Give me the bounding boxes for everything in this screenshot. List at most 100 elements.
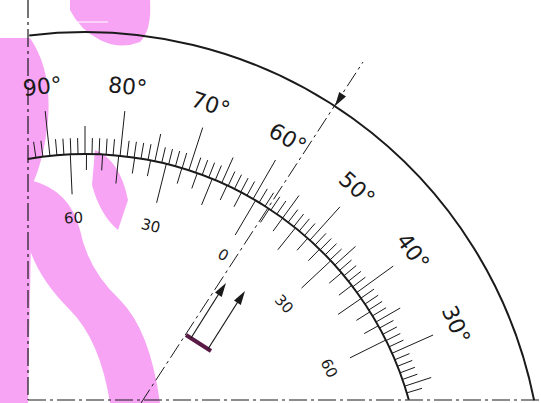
tick-mark — [134, 142, 136, 158]
tick-mark — [259, 189, 267, 203]
scale-ticks — [34, 111, 434, 393]
tick-mark — [127, 141, 129, 157]
degree-label: 80° — [107, 74, 148, 100]
tick-mark — [325, 244, 336, 255]
vernier-label: 60 — [317, 357, 339, 381]
tick-mark — [101, 155, 103, 171]
tick-mark — [389, 340, 404, 347]
degree-label: 60° — [265, 120, 310, 159]
tick-mark — [369, 301, 383, 310]
vertical-axis — [27, 0, 28, 400]
tick-mark — [113, 139, 114, 155]
tick-mark — [189, 128, 203, 171]
tab-outline — [62, 0, 108, 22]
degree-label: 40° — [392, 230, 433, 274]
tick-mark — [405, 378, 432, 387]
arrowhead — [234, 291, 245, 305]
tick-mark — [277, 201, 286, 214]
tick-mark — [196, 158, 201, 173]
tick-mark — [361, 289, 374, 298]
index-line — [141, 62, 363, 403]
tick-mark — [141, 143, 144, 159]
tick-mark — [70, 138, 72, 154]
tick-mark — [77, 138, 78, 154]
tick-mark — [299, 219, 309, 231]
tick-mark — [63, 139, 64, 155]
tick-mark — [220, 186, 227, 201]
tick-mark — [338, 299, 361, 315]
tick-mark — [344, 266, 356, 276]
outer-arc — [29, 32, 534, 400]
tick-mark — [308, 249, 319, 260]
tick-mark — [157, 164, 167, 203]
degree-label: 30° — [437, 303, 473, 348]
tick-mark — [372, 308, 386, 316]
tick-mark — [106, 139, 107, 155]
tick-mark — [45, 111, 50, 156]
tick-mark — [330, 249, 342, 260]
degree-label: 50° — [334, 168, 378, 210]
tick-mark — [400, 367, 415, 373]
tick-mark — [288, 210, 298, 223]
scale-arc — [28, 154, 409, 400]
tick-mark — [376, 308, 400, 322]
tick-mark — [169, 149, 173, 165]
tick-mark — [278, 228, 296, 250]
pointer-arrow — [208, 300, 239, 349]
tick-mark — [329, 273, 341, 283]
tick-mark — [247, 182, 255, 196]
tick-mark — [70, 154, 72, 194]
tick-mark — [155, 134, 161, 161]
tick-mark — [294, 214, 304, 227]
tick-mark — [202, 179, 213, 205]
vernier-label: 0 — [215, 247, 231, 265]
tick-mark — [339, 286, 352, 296]
tick-mark — [315, 233, 326, 245]
tick-mark — [147, 161, 150, 177]
tick-mark — [392, 335, 433, 353]
tick-mark — [92, 138, 93, 154]
horizontal-axis — [28, 399, 541, 400]
vernier-label: 30 — [140, 217, 162, 236]
index-arrowhead — [335, 92, 346, 106]
degree-label: 90° — [22, 74, 63, 100]
tick-mark — [353, 277, 366, 287]
tick-mark — [379, 320, 393, 328]
tick-mark — [348, 271, 361, 281]
arrowhead — [215, 283, 226, 297]
tick-mark — [402, 374, 417, 379]
tick-mark — [116, 156, 119, 184]
pointer-bar — [186, 335, 211, 351]
tick-mark — [235, 201, 255, 236]
tick-mark — [34, 142, 36, 158]
tick-mark — [182, 153, 187, 168]
tick-mark — [132, 158, 134, 174]
pink-spot — [92, 150, 128, 230]
tick-mark — [339, 260, 351, 271]
tick-mark — [350, 340, 386, 358]
tick-mark — [297, 238, 308, 250]
tick-mark — [162, 147, 166, 163]
tick-mark — [228, 172, 235, 187]
tick-mark — [356, 312, 370, 321]
tick-mark — [302, 261, 331, 288]
tick-mark — [320, 239, 331, 250]
tick-mark — [41, 141, 43, 157]
tick-mark — [99, 138, 101, 154]
tick-mark — [261, 209, 270, 222]
tick-mark — [192, 173, 197, 188]
tick-mark — [148, 144, 151, 160]
tick-mark — [383, 327, 397, 334]
tick-mark — [395, 354, 410, 360]
tick-mark — [202, 160, 208, 175]
tick-mark — [234, 193, 241, 207]
tick-mark — [209, 163, 215, 178]
tick-mark — [85, 126, 86, 154]
tick-mark — [365, 295, 378, 304]
vernier-label: 30 — [272, 292, 296, 316]
tick-mark — [253, 160, 276, 199]
tick-mark — [283, 196, 300, 219]
pink-background-shapes — [0, 0, 160, 403]
pointer-arrow — [191, 292, 220, 338]
